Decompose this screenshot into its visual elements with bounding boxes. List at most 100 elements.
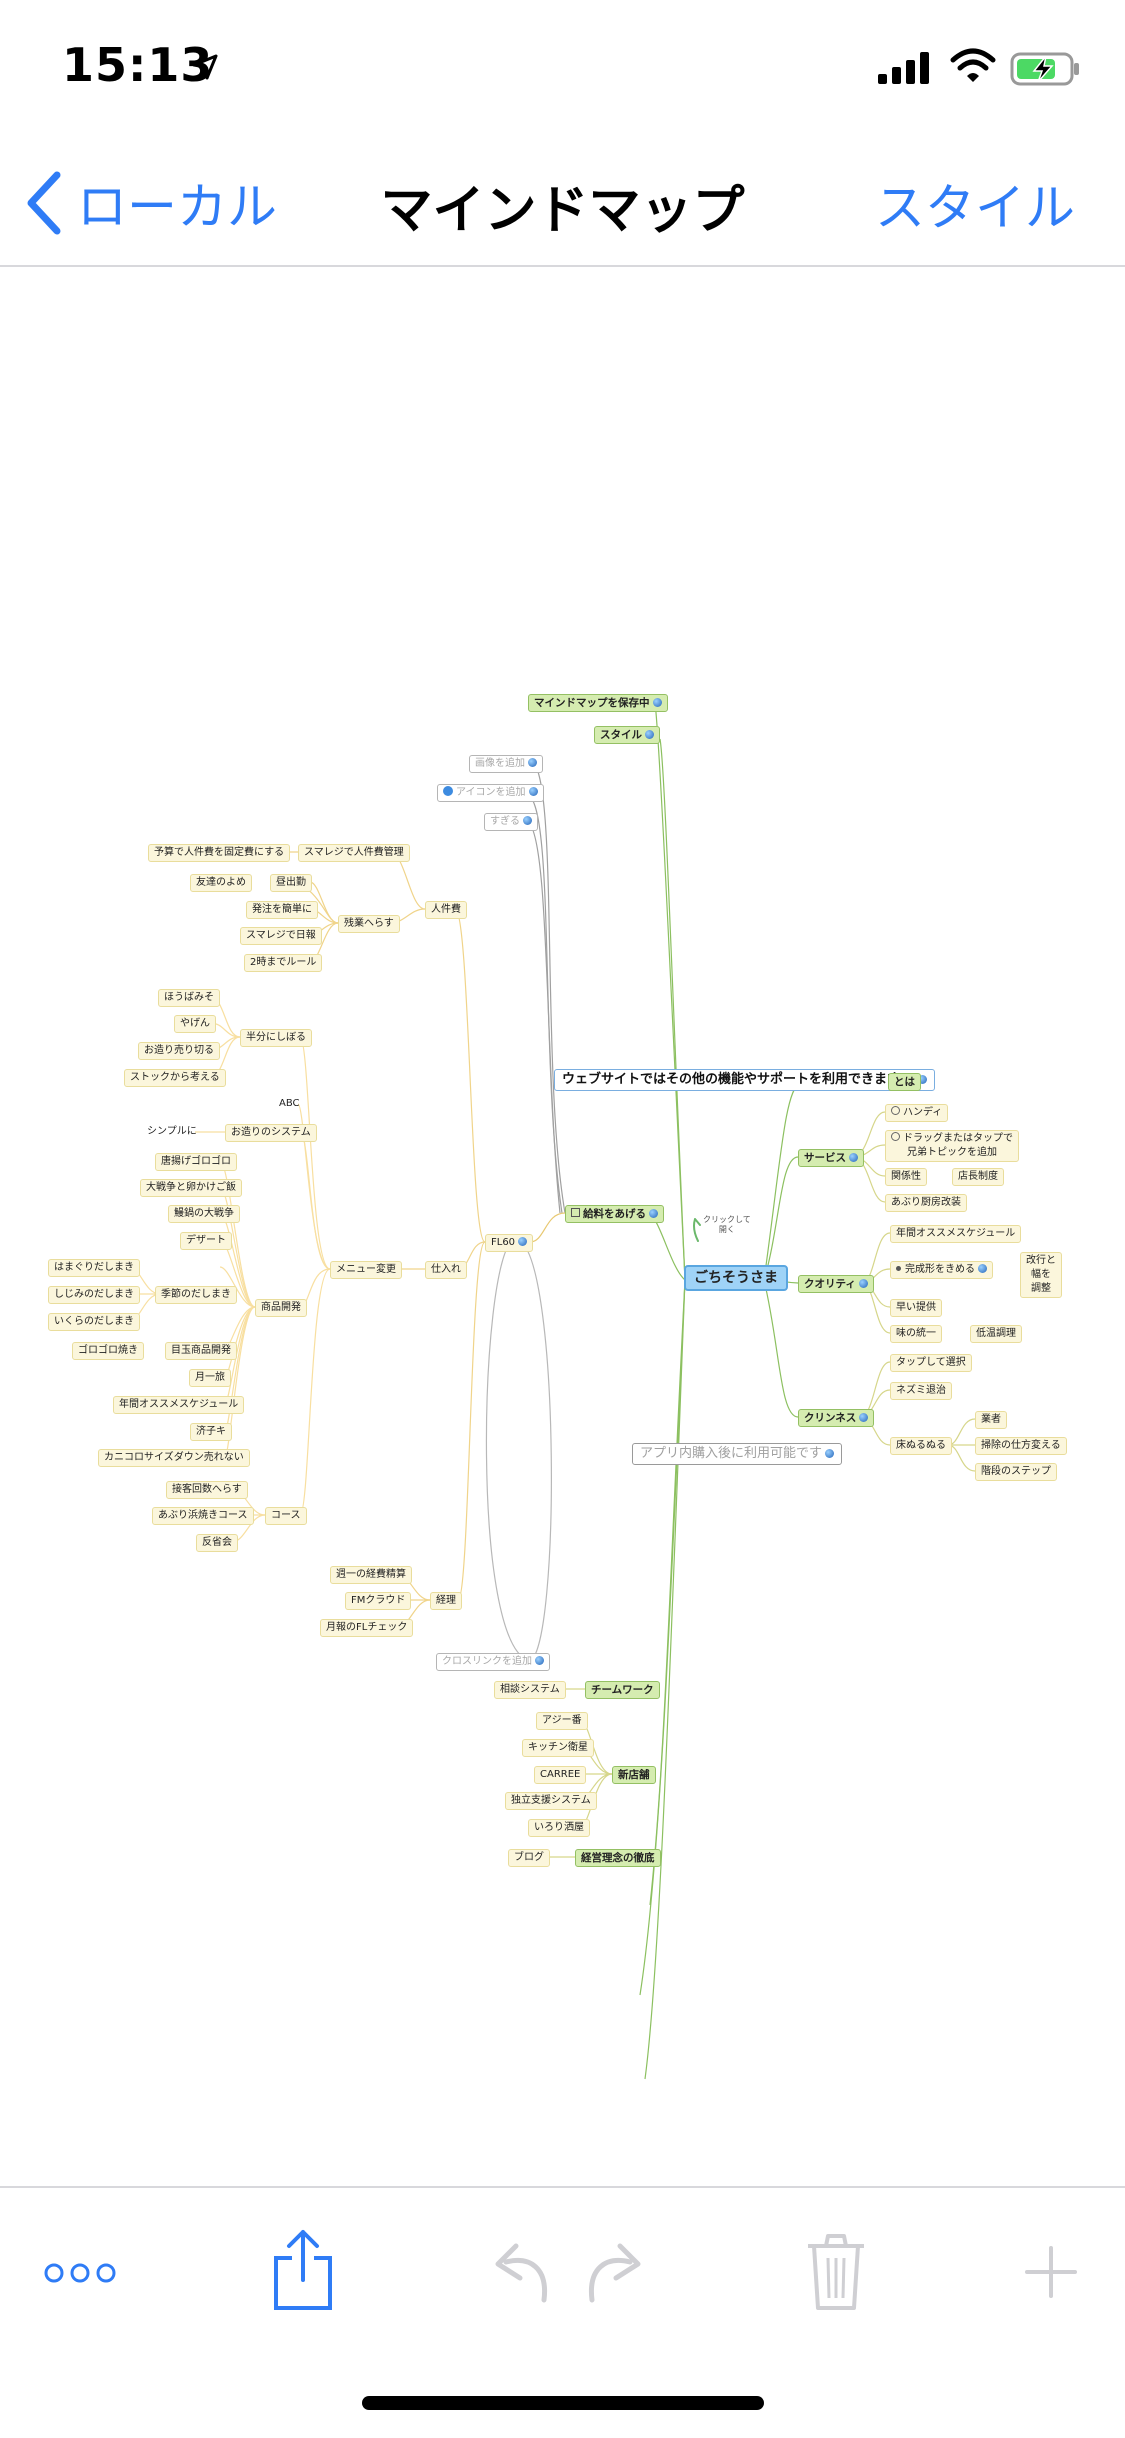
style-button[interactable]: スタイル (875, 179, 1075, 237)
node-labor-sub1[interactable]: スマレジで人件費管理 (298, 844, 410, 862)
trash-icon[interactable] (806, 2232, 866, 2312)
globe-icon (528, 787, 538, 796)
node-product-leaf[interactable]: カニコロサイズダウン売れない (98, 1449, 250, 1467)
chevron-left-icon (27, 171, 61, 235)
node-new-store-leaf[interactable]: 独立支援システム (505, 1792, 597, 1810)
node-new-store-leaf[interactable]: アジー番 (536, 1712, 588, 1730)
node-sashimi-system[interactable]: お造りのシステム (225, 1124, 317, 1142)
node-service-leaf[interactable]: ドラッグまたはタップで 兄弟トピックを追加 (885, 1130, 1019, 1162)
mindmap-canvas[interactable]: マインドマップを保存中 スタイル 画像を追加 アイコンを追加 すぎる 人件費 ス… (0, 267, 1125, 2187)
website-banner[interactable]: ウェブサイトではその他の機能やサポートを利用できます → (554, 1069, 936, 1091)
node-product-leaf[interactable]: ゴロゴロ焼き (72, 1342, 144, 1360)
node-seasonal-leaf[interactable]: いくらのだしまき (48, 1313, 140, 1331)
node-product-leaf[interactable]: デザート (180, 1232, 232, 1250)
node-course-leaf[interactable]: 接客回数へらす (166, 1481, 248, 1499)
node-seasonal-leaf[interactable]: しじみのだしまき (48, 1286, 140, 1304)
node-purpose[interactable]: 目玉商品開発 (165, 1342, 237, 1360)
node-quality-note[interactable]: 改行と 幅を 調整 (1020, 1252, 1062, 1298)
node-clean-leaf[interactable]: ネズミ退治 (890, 1382, 952, 1400)
back-button[interactable]: ローカル (25, 168, 277, 238)
node-quality[interactable]: クオリティ (798, 1275, 874, 1293)
node-course[interactable]: コース (265, 1507, 307, 1525)
node-philosophy[interactable]: 経営理念の徹底 (575, 1849, 661, 1867)
node-quality-leaf[interactable]: 年間オススメスケジュール (890, 1225, 1022, 1243)
node-service-rel[interactable]: 店長制度 (952, 1168, 1004, 1186)
node-half-leaf[interactable]: ストックから考える (124, 1069, 226, 1087)
node-style[interactable]: スタイル (594, 726, 660, 744)
node-seasonal-leaf[interactable]: はまぐりだしまき (48, 1259, 140, 1277)
node-course-leaf[interactable]: あぶり浜焼きコース (152, 1507, 254, 1525)
root-node[interactable]: ごちそうさま (684, 1265, 788, 1291)
node-course-leaf[interactable]: 反省会 (196, 1534, 238, 1552)
node-half-leaf[interactable]: やげん (174, 1015, 216, 1033)
node-product-leaf[interactable]: 大戦争と卵かけご飯 (140, 1179, 242, 1197)
node-expense-leaf[interactable]: 週一の経費精算 (330, 1566, 412, 1584)
node-menu[interactable]: メニュー変更 (330, 1261, 402, 1279)
node-product-leaf[interactable]: 济子キ (190, 1423, 232, 1441)
node-reduce[interactable]: 残業へらす (338, 915, 400, 933)
node-quality-taste[interactable]: 低温調理 (970, 1325, 1022, 1343)
node-labor-sub1-leaf[interactable]: 予算で人件費を固定費にする (148, 844, 291, 862)
node-save[interactable]: マインドマップを保存中 (528, 694, 668, 712)
node-clean-sub[interactable]: 掃除の仕方変える (975, 1437, 1067, 1455)
more-icon[interactable] (44, 2258, 116, 2288)
node-clean-sub[interactable]: 業者 (975, 1411, 1007, 1429)
purchase-banner[interactable]: アプリ内購入後に利用可能です (632, 1443, 843, 1465)
node-new-store[interactable]: 新店舗 (612, 1766, 656, 1784)
location-arrow-icon (192, 54, 218, 80)
node-half[interactable]: 半分にしぼる (240, 1029, 312, 1047)
node-team[interactable]: チームワーク (585, 1681, 660, 1699)
node-clean[interactable]: クリンネス (798, 1409, 875, 1427)
node-quality-leaf[interactable]: 早い提供 (890, 1299, 942, 1317)
node-expense-leaf[interactable]: FMクラウド (345, 1592, 412, 1610)
node-purchase[interactable]: 仕入れ (425, 1261, 467, 1279)
node-abc[interactable]: ABC (279, 1098, 300, 1109)
node-service-leaf[interactable]: ハンディ (885, 1104, 949, 1122)
node-reduce-leaf[interactable]: スマレジで日報 (240, 927, 322, 945)
node-what[interactable]: とは (888, 1073, 921, 1091)
node-crosslink[interactable]: クロスリンクを追加 (436, 1653, 550, 1671)
node-quality-leaf[interactable]: 完成形をきめる (890, 1261, 993, 1279)
redo-icon[interactable] (580, 2238, 646, 2304)
node-seasonal[interactable]: 季節のだしまき (155, 1286, 237, 1304)
node-half-leaf[interactable]: お造り売り切る (138, 1042, 220, 1060)
node-product[interactable]: 商品開発 (255, 1299, 307, 1317)
node-reduce-leaf[interactable]: 2時までルール (244, 954, 323, 972)
node-new-store-leaf[interactable]: いろり洒屋 (528, 1819, 590, 1837)
share-icon[interactable] (272, 2228, 334, 2312)
node-product-leaf[interactable]: 月一旅 (189, 1369, 231, 1387)
node-product-leaf[interactable]: 唐揚げゴロゴロ (155, 1153, 237, 1171)
node-service-leaf[interactable]: 関係性 (885, 1168, 927, 1186)
node-expense-leaf[interactable]: 月報のFLチェック (320, 1619, 414, 1637)
node-product-leaf[interactable]: 年間オススメスケジュール (113, 1396, 245, 1414)
node-new-store-leaf[interactable]: CARREE (534, 1766, 587, 1784)
node-clean-leaf[interactable]: 床ぬるぬる (890, 1437, 952, 1455)
node-fl60[interactable]: FL60 (485, 1234, 534, 1252)
node-more[interactable]: すぎる (484, 813, 538, 831)
node-add-icon[interactable]: アイコンを追加 (437, 784, 544, 802)
node-clean-leaf[interactable]: タップして選択 (890, 1354, 972, 1372)
add-icon[interactable] (1025, 2246, 1077, 2298)
node-reduce-leaf[interactable]: 発注を簡単に (246, 901, 318, 919)
node-reduce-leaf[interactable]: 友達のよめ (190, 874, 252, 892)
node-labor[interactable]: 人件費 (425, 901, 467, 919)
node-simple[interactable]: シンプルに (147, 1126, 197, 1137)
node-add-image[interactable]: 画像を追加 (469, 755, 543, 773)
info-icon (443, 786, 453, 796)
globe-icon (918, 1075, 928, 1084)
node-early[interactable]: 昼出勤 (270, 874, 312, 892)
node-philosophy-leaf[interactable]: ブログ (508, 1849, 550, 1867)
node-clean-sub[interactable]: 階段のステップ (975, 1463, 1057, 1481)
node-service-leaf[interactable]: あぶり厨房改装 (885, 1194, 967, 1212)
node-team-leaf[interactable]: 相談システム (494, 1681, 566, 1699)
node-service[interactable]: サービス (798, 1149, 864, 1167)
node-expense[interactable]: 経理 (430, 1592, 462, 1610)
node-half-leaf[interactable]: ほうばみそ (158, 989, 220, 1007)
node-salary[interactable]: 給料をあげる (565, 1205, 664, 1223)
home-indicator[interactable] (362, 2396, 764, 2410)
undo-icon[interactable] (490, 2238, 556, 2304)
node-new-store-leaf[interactable]: キッチン衛星 (522, 1739, 594, 1757)
node-product-leaf[interactable]: 鰻鍋の大戦争 (168, 1205, 240, 1223)
node-quality-leaf[interactable]: 味の統一 (890, 1325, 942, 1343)
bullet-icon (896, 1266, 901, 1271)
